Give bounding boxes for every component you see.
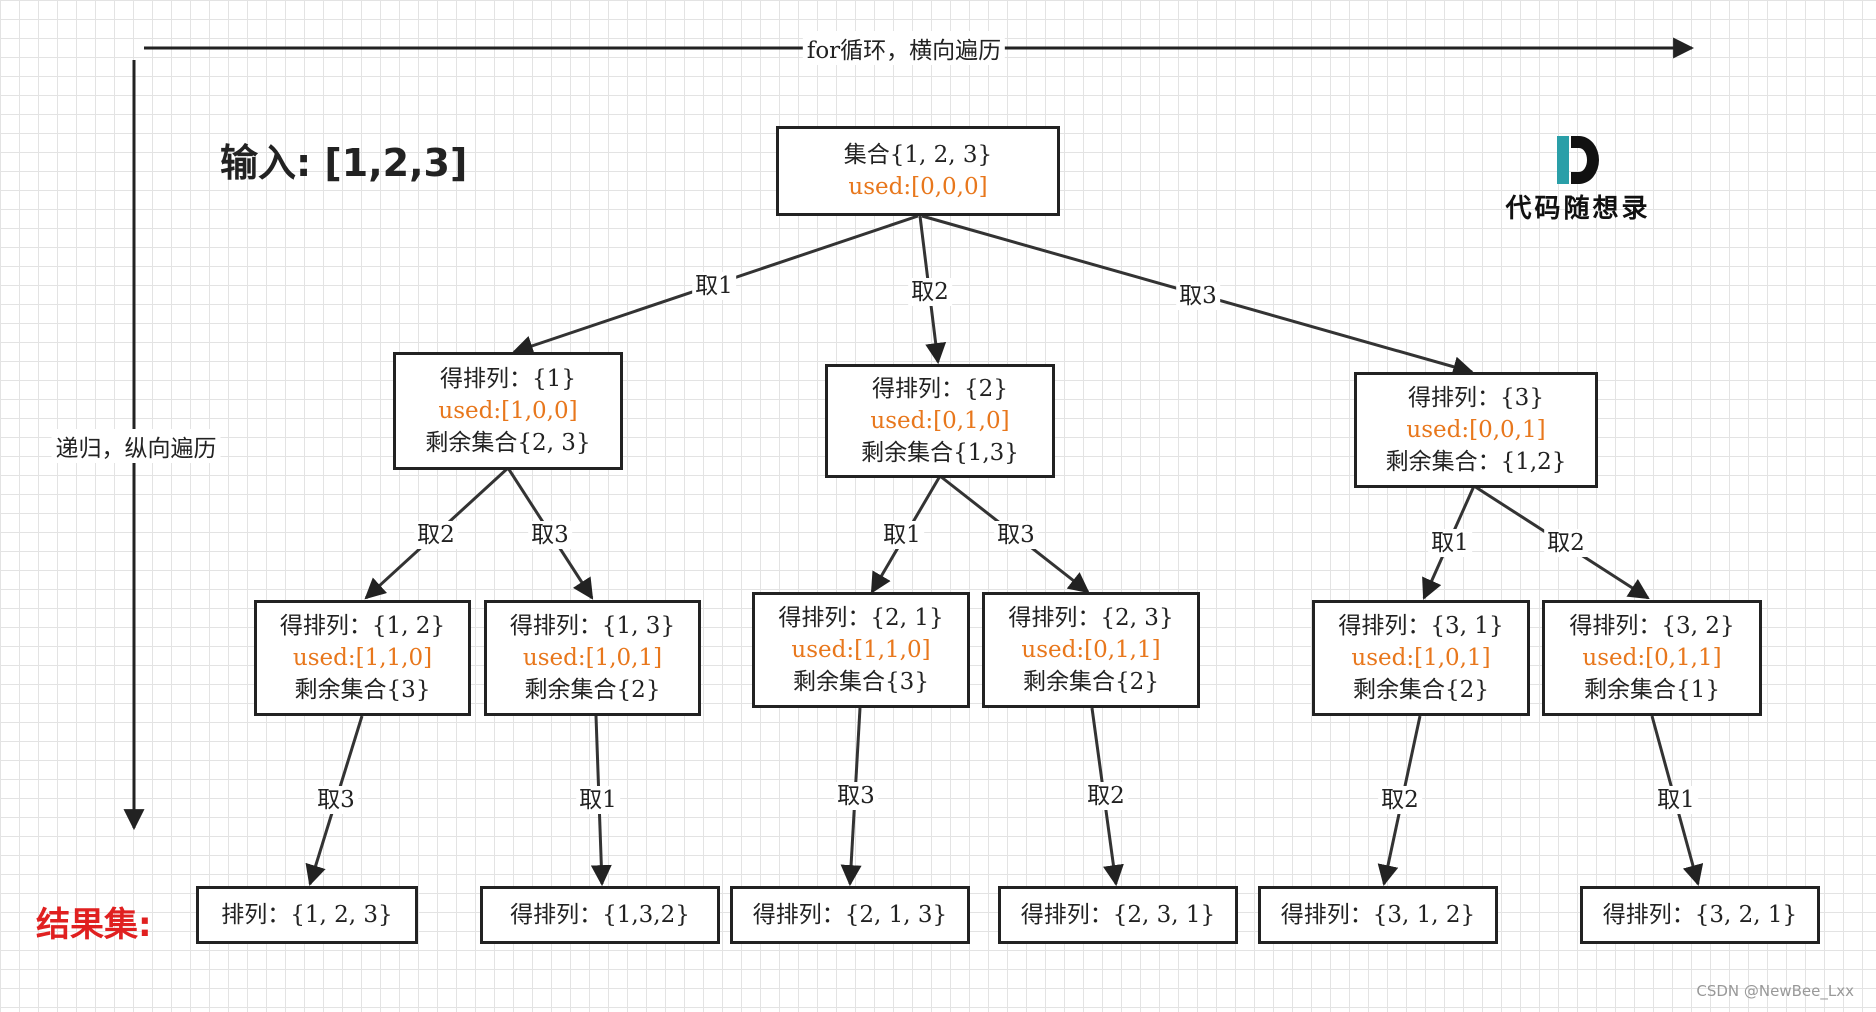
edge-label: 取1	[692, 272, 736, 300]
watermark: CSDN @NewBee_Lxx	[1696, 982, 1854, 1000]
tree-node-l2-2: 得排列：{1, 3} used:[1,0,1] 剩余集合{2}	[484, 600, 701, 716]
edge-label: 取2	[414, 521, 458, 549]
node-perm-text: 得排列：{3}	[1408, 385, 1544, 411]
result-text: 得排列：{2, 1, 3}	[752, 902, 948, 928]
node-remaining-text: 剩余集合{1}	[1584, 677, 1720, 703]
node-remaining-text: 剩余集合{2}	[524, 677, 661, 703]
node-used-text: used:[1,1,0]	[791, 637, 931, 663]
edge-label: 取2	[1544, 529, 1588, 557]
result-text: 得排列：{2, 3, 1}	[1020, 902, 1216, 928]
node-used-text: used:[1,0,0]	[438, 398, 578, 424]
node-perm-text: 得排列：{2}	[872, 376, 1008, 402]
result-text: 得排列：{3, 1, 2}	[1280, 902, 1476, 928]
result-set-label: 结果集:	[36, 905, 152, 945]
recursion-label: 递归，纵向遍历	[51, 429, 221, 463]
node-used-text: used:[1,1,0]	[292, 645, 433, 671]
edge-label: 取1	[1654, 786, 1698, 814]
result-node-4: 得排列：{2, 3, 1}	[998, 886, 1238, 944]
node-remaining-text: 剩余集合{2, 3}	[425, 430, 591, 456]
edge-label: 取3	[834, 782, 878, 810]
node-perm-text: 得排列：{2, 1}	[778, 605, 944, 631]
edge-label: 取3	[994, 521, 1038, 549]
node-perm-text: 得排列：{1, 2}	[279, 613, 446, 639]
result-text: 得排列：{1,3,2}	[510, 902, 690, 928]
edge-label: 取1	[880, 521, 924, 549]
node-remaining-text: 剩余集合{3}	[793, 669, 929, 695]
node-used-text: used:[0,0,0]	[848, 174, 988, 200]
edge-label: 取3	[1176, 282, 1220, 310]
logo-text: 代码随想录	[1505, 194, 1651, 224]
result-node-5: 得排列：{3, 1, 2}	[1258, 886, 1498, 944]
node-remaining-text: 剩余集合{1,3}	[861, 440, 1019, 466]
result-node-6: 得排列：{3, 2, 1}	[1580, 886, 1820, 944]
result-text: 排列：{1, 2, 3}	[221, 902, 393, 928]
tree-node-root: 集合{1, 2, 3} used:[0,0,0]	[776, 126, 1060, 216]
result-node-1: 排列：{1, 2, 3}	[196, 886, 418, 944]
for-loop-label: for循环，横向遍历	[802, 31, 1006, 65]
node-used-text: used:[0,1,1]	[1021, 637, 1161, 663]
edge-label: 取2	[1378, 786, 1422, 814]
edge-label: 取1	[576, 786, 620, 814]
tree-node-l2-6: 得排列：{3, 2} used:[0,1,1] 剩余集合{1}	[1542, 600, 1762, 716]
edge-label: 取3	[314, 786, 358, 814]
node-used-text: used:[1,0,1]	[1351, 645, 1491, 671]
node-remaining-text: 剩余集合{3}	[294, 677, 431, 703]
node-set-text: 集合{1, 2, 3}	[843, 142, 993, 168]
tree-node-l2-4: 得排列：{2, 3} used:[0,1,1] 剩余集合{2}	[982, 592, 1200, 708]
edge-label: 取3	[528, 521, 572, 549]
node-perm-text: 得排列：{2, 3}	[1008, 605, 1174, 631]
edge-label: 取2	[1084, 782, 1128, 810]
logo-d-icon	[1557, 136, 1599, 184]
node-used-text: used:[0,1,0]	[870, 408, 1010, 434]
logo: 代码随想录	[1488, 136, 1668, 225]
tree-node-l1-3: 得排列：{3} used:[0,0,1] 剩余集合：{1,2}	[1354, 372, 1598, 488]
tree-node-l1-1: 得排列：{1} used:[1,0,0] 剩余集合{2, 3}	[393, 352, 623, 470]
edge-label: 取1	[1428, 529, 1472, 557]
result-node-2: 得排列：{1,3,2}	[480, 886, 720, 944]
node-used-text: used:[1,0,1]	[522, 645, 663, 671]
tree-node-l2-5: 得排列：{3, 1} used:[1,0,1] 剩余集合{2}	[1312, 600, 1530, 716]
node-perm-text: 得排列：{3, 2}	[1569, 613, 1735, 639]
node-remaining-text: 剩余集合{2}	[1353, 677, 1489, 703]
node-perm-text: 得排列：{1}	[440, 366, 576, 392]
edge-label: 取2	[908, 278, 952, 306]
node-used-text: used:[0,0,1]	[1406, 417, 1546, 443]
result-node-3: 得排列：{2, 1, 3}	[730, 886, 970, 944]
tree-node-l1-2: 得排列：{2} used:[0,1,0] 剩余集合{1,3}	[825, 364, 1055, 478]
tree-node-l2-3: 得排列：{2, 1} used:[1,1,0] 剩余集合{3}	[752, 592, 970, 708]
input-label: 输入: [1,2,3]	[220, 141, 468, 185]
result-text: 得排列：{3, 2, 1}	[1602, 902, 1798, 928]
tree-node-l2-1: 得排列：{1, 2} used:[1,1,0] 剩余集合{3}	[254, 600, 471, 716]
node-remaining-text: 剩余集合{2}	[1023, 669, 1159, 695]
node-perm-text: 得排列：{3, 1}	[1338, 613, 1504, 639]
node-perm-text: 得排列：{1, 3}	[509, 613, 676, 639]
node-used-text: used:[0,1,1]	[1582, 645, 1722, 671]
node-remaining-text: 剩余集合：{1,2}	[1385, 449, 1567, 475]
